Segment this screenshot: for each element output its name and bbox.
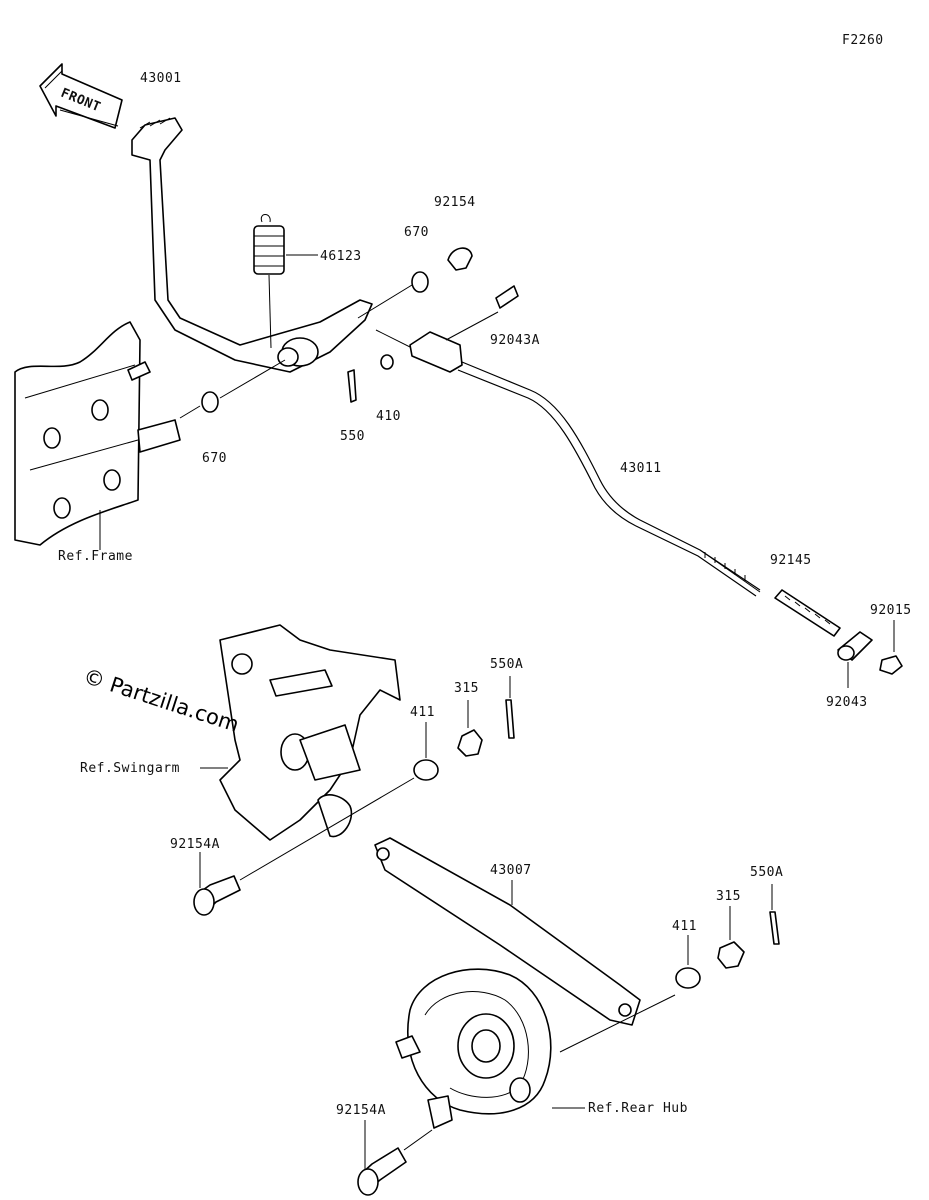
rear-hub-part bbox=[395, 968, 585, 1129]
washer-670-right bbox=[411, 271, 429, 293]
pin-92043A bbox=[495, 285, 519, 309]
rod-spring-92145 bbox=[774, 589, 841, 637]
bolt-92154A-lower bbox=[357, 1120, 433, 1196]
nut-92015 bbox=[879, 655, 903, 675]
upper-hardware-group bbox=[179, 247, 519, 419]
part-label-43007: 43007 bbox=[490, 863, 532, 878]
nut-315-upper bbox=[457, 729, 483, 757]
part-label-410: 410 bbox=[376, 409, 401, 424]
frame-bracket-part bbox=[14, 321, 181, 546]
ref-label-rear-hub: Ref.Rear Hub bbox=[588, 1101, 688, 1116]
part-label-92043A: 92043A bbox=[490, 333, 540, 348]
part-label-43011: 43011 bbox=[620, 461, 662, 476]
part-label-92015: 92015 bbox=[870, 603, 912, 618]
torque-link-part bbox=[374, 837, 676, 1053]
ref-label-frame: Ref.Frame bbox=[58, 549, 133, 564]
middle-hardware-group bbox=[239, 676, 515, 881]
cotter-pin-550 bbox=[347, 369, 357, 403]
rod-end-hardware bbox=[774, 589, 903, 688]
part-label-550A-lower: 550A bbox=[750, 865, 783, 880]
part-label-550A-upper: 550A bbox=[490, 657, 523, 672]
lower-hardware-group bbox=[675, 884, 780, 989]
part-label-411-lower: 411 bbox=[672, 919, 697, 934]
brake-pedal-part bbox=[131, 117, 373, 373]
washer-670-left bbox=[201, 391, 219, 413]
bolt-92154 bbox=[447, 247, 473, 271]
front-arrow-icon: FRONT bbox=[39, 63, 123, 129]
part-label-315-lower: 315 bbox=[716, 889, 741, 904]
washer-411-lower bbox=[675, 967, 701, 989]
part-label-670-right: 670 bbox=[404, 225, 429, 240]
return-spring-part bbox=[253, 214, 318, 349]
part-label-92154A-lower: 92154A bbox=[336, 1103, 386, 1118]
part-label-550: 550 bbox=[340, 429, 365, 444]
brake-rod-part bbox=[409, 311, 761, 597]
part-label-46123: 46123 bbox=[320, 249, 362, 264]
cotter-pin-550A-lower bbox=[769, 911, 780, 945]
part-label-43001: 43001 bbox=[140, 71, 182, 86]
nut-315-lower bbox=[717, 941, 745, 969]
swingarm-part bbox=[200, 624, 401, 841]
ref-label-swingarm: Ref.Swingarm bbox=[80, 761, 180, 776]
figure-code: F2260 bbox=[842, 33, 884, 48]
brake-arm-lever bbox=[317, 794, 353, 838]
bolt-92154A-upper bbox=[193, 852, 241, 916]
part-label-92043: 92043 bbox=[826, 695, 868, 710]
cotter-pin-550A-upper bbox=[505, 699, 515, 739]
part-label-670-left: 670 bbox=[202, 451, 227, 466]
part-label-92154A-upper: 92154A bbox=[170, 837, 220, 852]
hub-pin bbox=[395, 1035, 421, 1059]
part-label-92145: 92145 bbox=[770, 553, 812, 568]
washer-410 bbox=[380, 354, 394, 370]
watermark-text: © Partzilla.com bbox=[80, 664, 242, 737]
part-label-411-upper: 411 bbox=[410, 705, 435, 720]
part-label-92154: 92154 bbox=[434, 195, 476, 210]
washer-411-upper bbox=[413, 759, 439, 781]
part-label-315-upper: 315 bbox=[454, 681, 479, 696]
